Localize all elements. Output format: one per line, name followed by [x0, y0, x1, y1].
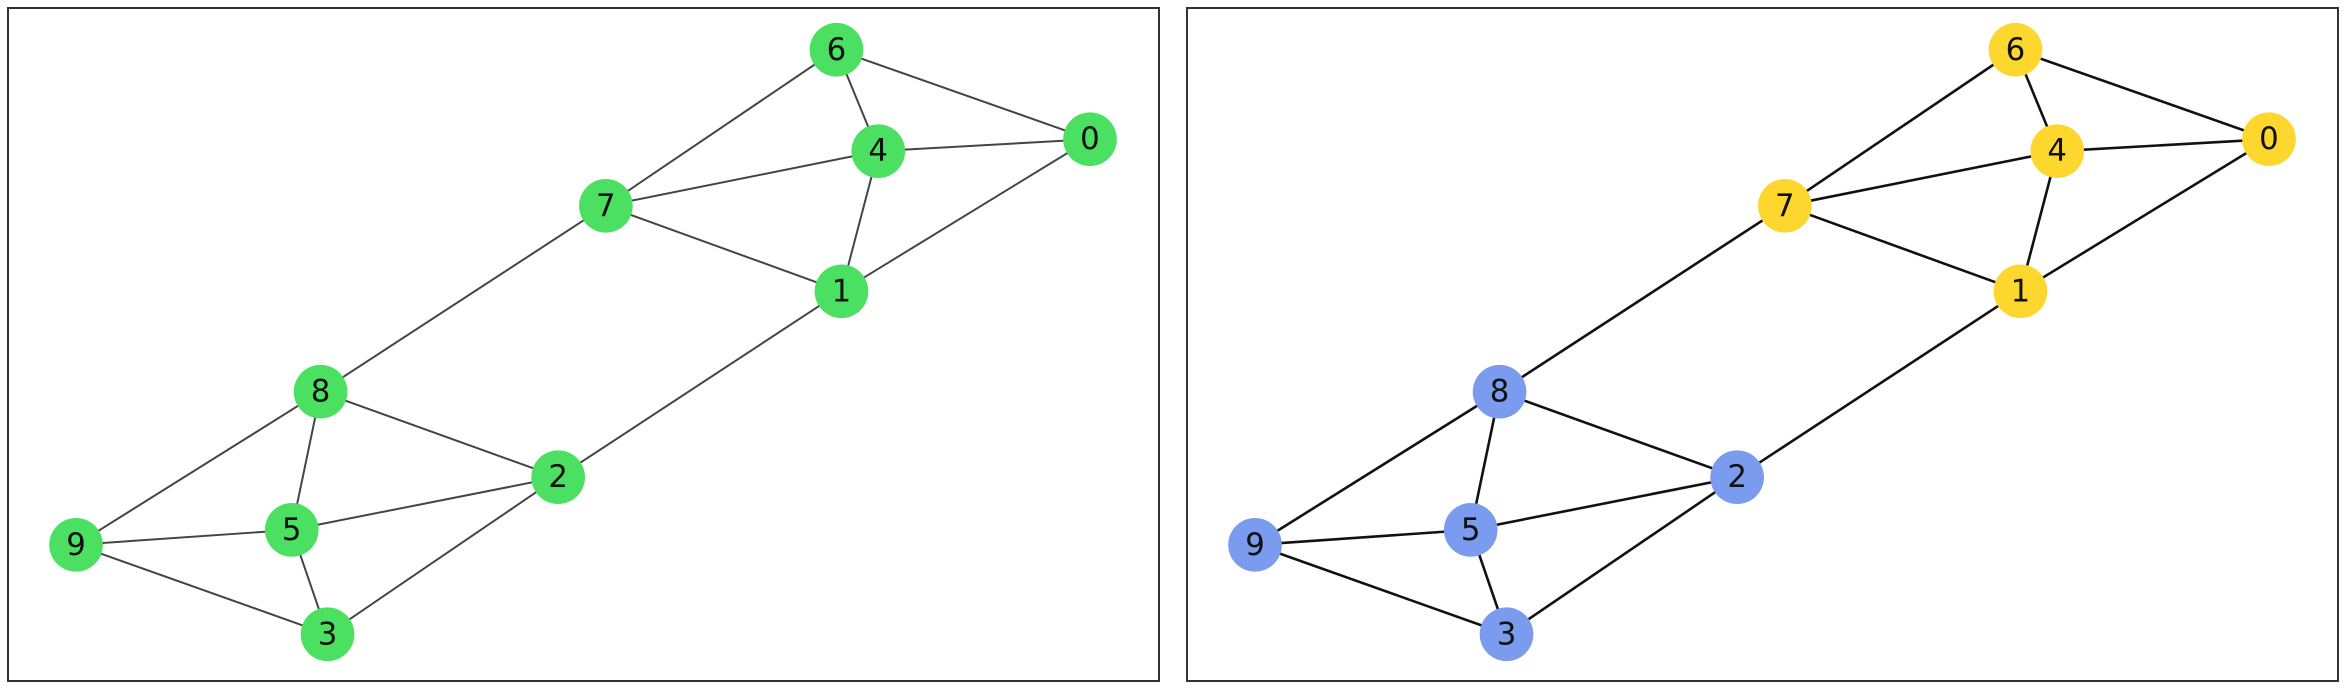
edge-8-2: [320, 390, 559, 479]
edge-2-3: [326, 476, 559, 636]
node-circle-3: [300, 607, 355, 662]
edge-0-1: [840, 138, 1091, 293]
node-label-9: 9: [66, 527, 86, 563]
node-2: 2: [531, 450, 585, 505]
node-circle-6: [809, 22, 864, 77]
node-circle-7: [579, 178, 633, 233]
node-circle-5: [264, 503, 319, 557]
node-circle-4: [2030, 124, 2085, 178]
node-circle-8: [293, 364, 348, 419]
node-label-1: 1: [2011, 273, 2031, 309]
node-circle-8: [1472, 364, 1527, 419]
edge-7-1: [1784, 204, 2021, 293]
node-5: 5: [1443, 503, 1498, 557]
node-label-0: 0: [2259, 121, 2279, 157]
node-4: 4: [851, 124, 906, 178]
node-1: 1: [1993, 264, 2048, 319]
node-circle-2: [1710, 450, 1764, 505]
node-label-3: 3: [318, 616, 338, 652]
node-label-2: 2: [1727, 459, 1747, 495]
node-9: 9: [49, 517, 103, 572]
edge-7-8: [1498, 204, 1786, 393]
graph-panel-right: 0 1 2 3 4 5 6 7 8 9: [1186, 7, 2339, 682]
node-label-7: 7: [596, 188, 616, 224]
node-label-0: 0: [1080, 121, 1100, 157]
node-circle-3: [1479, 607, 1534, 662]
node-circle-0: [1063, 112, 1117, 167]
node-8: 8: [1472, 364, 1527, 419]
edge-5-9: [1254, 528, 1471, 547]
edge-4-7: [1784, 149, 2058, 208]
node-label-6: 6: [2006, 32, 2026, 68]
edge-4-7: [605, 150, 879, 207]
node-label-7: 7: [1775, 188, 1795, 224]
node-circle-9: [1228, 517, 1282, 572]
edge-7-1: [605, 204, 842, 293]
node-2: 2: [1710, 450, 1764, 505]
node-3: 3: [300, 607, 355, 662]
edge-2-5: [291, 476, 559, 531]
graph-panel-left: 0 1 2 3 4 5 6 7 8 9: [7, 7, 1160, 682]
node-circle-1: [814, 264, 869, 319]
edge-1-2: [557, 290, 843, 479]
node-circle-5: [1443, 503, 1498, 557]
node-label-4: 4: [2047, 133, 2067, 169]
node-label-1: 1: [832, 273, 852, 309]
node-0: 0: [2242, 112, 2296, 167]
node-0: 0: [1063, 112, 1117, 167]
node-4: 4: [2030, 124, 2085, 178]
edge-0-1: [2019, 138, 2270, 293]
node-label-5: 5: [1461, 512, 1481, 548]
edge-6-7: [605, 48, 838, 207]
edge-8-9: [75, 390, 322, 546]
graph-canvas-left: 0 1 2 3 4 5 6 7 8 9: [49, 22, 1117, 662]
node-label-9: 9: [1245, 527, 1265, 563]
node-circle-9: [49, 517, 103, 572]
node-6: 6: [1988, 22, 2043, 77]
edge-4-0: [878, 138, 1091, 153]
edge-5-9: [75, 528, 292, 546]
graph-canvas-right: 0 1 2 3 4 5 6 7 8 9: [1228, 22, 2296, 662]
node-1: 1: [814, 264, 869, 319]
node-6: 6: [809, 22, 864, 77]
node-circle-4: [851, 124, 906, 178]
node-label-8: 8: [311, 374, 331, 410]
node-label-3: 3: [1497, 616, 1517, 652]
edge-6-7: [1784, 48, 2017, 207]
node-circle-6: [1988, 22, 2043, 77]
node-circle-2: [531, 450, 585, 505]
edge-8-9: [1254, 390, 1501, 546]
node-label-4: 4: [868, 133, 888, 169]
node-8: 8: [293, 364, 348, 419]
node-circle-7: [1758, 178, 1812, 233]
node-label-2: 2: [548, 459, 568, 495]
node-circle-0: [2242, 112, 2296, 167]
edge-2-3: [1505, 476, 1738, 636]
edge-1-2: [1736, 290, 2022, 479]
node-5: 5: [264, 503, 319, 557]
node-7: 7: [579, 178, 633, 233]
node-3: 3: [1479, 607, 1534, 662]
edge-2-5: [1470, 475, 1738, 532]
node-7: 7: [1758, 178, 1812, 233]
node-label-6: 6: [827, 32, 847, 68]
edge-4-0: [2057, 137, 2270, 153]
edge-6-0: [836, 48, 1091, 141]
edge-7-8: [320, 204, 607, 393]
edge-9-3: [75, 543, 328, 636]
edge-6-0: [2015, 48, 2270, 141]
edge-8-2: [1499, 390, 1738, 479]
node-label-5: 5: [282, 512, 302, 548]
node-9: 9: [1228, 517, 1282, 572]
node-circle-1: [1993, 264, 2048, 319]
node-label-8: 8: [1490, 374, 1510, 410]
edge-9-3: [1254, 543, 1507, 636]
